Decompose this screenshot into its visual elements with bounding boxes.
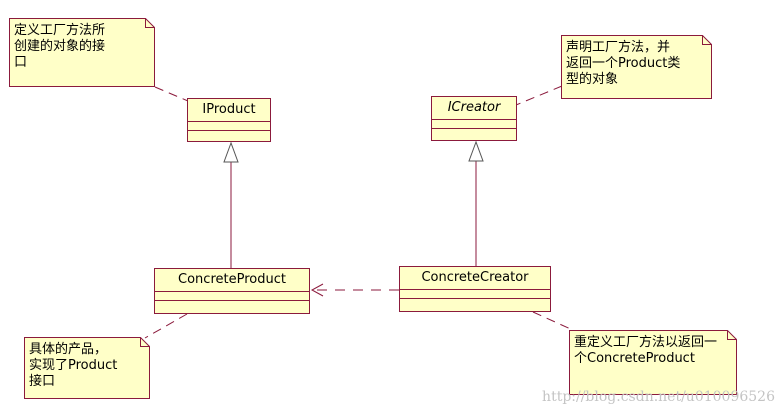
iproduct-class-name: IProduct xyxy=(188,99,270,122)
concrete-product-note[interactable]: 具体的产品， 实现了Product 接口 xyxy=(24,337,150,399)
note-line: 型的对象 xyxy=(566,72,619,87)
concrete-creator-note-text: 重定义工厂方法以返回一 个ConcreteProduct xyxy=(574,335,717,367)
note-line: 声明工厂方法，并 xyxy=(566,40,671,55)
note-line: 返回一个Product类 xyxy=(566,56,681,71)
note-line: 口 xyxy=(14,55,28,70)
icreator-note[interactable]: 声明工厂方法，并 返回一个Product类 型的对象 xyxy=(561,35,712,99)
concrete-product-attributes xyxy=(155,292,309,301)
iproduct-attributes xyxy=(188,122,270,131)
product-realization-arrowhead xyxy=(223,141,239,163)
concrete-product-note-text: 具体的产品， 实现了Product 接口 xyxy=(29,342,117,390)
concrete-creator-attributes xyxy=(400,290,550,299)
note-shape xyxy=(24,337,150,399)
concrete-creator-class[interactable]: ConcreteCreator xyxy=(399,266,551,312)
iproduct-operations xyxy=(188,131,270,139)
note-line: 定义工厂方法所 xyxy=(14,23,106,38)
concrete-product-note-anchor xyxy=(144,313,188,339)
icreator-operations xyxy=(432,129,516,137)
note-line: 个ConcreteProduct xyxy=(574,351,695,366)
concrete-product-class[interactable]: ConcreteProduct xyxy=(154,268,310,314)
iproduct-note[interactable]: 定义工厂方法所 创建的对象的接 口 xyxy=(9,18,155,87)
iproduct-note-anchor xyxy=(154,86,189,102)
icreator-class[interactable]: ICreator xyxy=(431,96,517,141)
concrete-product-class-name: ConcreteProduct xyxy=(155,269,309,292)
iproduct-note-text: 定义工厂方法所 创建的对象的接 口 xyxy=(14,23,105,71)
note-line: 实现了Product xyxy=(29,358,118,373)
icreator-class-name: ICreator xyxy=(432,97,516,120)
note-line: 重定义工厂方法以返回一 xyxy=(574,335,718,350)
note-line: 接口 xyxy=(29,374,56,389)
note-shape xyxy=(561,35,712,99)
note-line: 创建的对象的接 xyxy=(14,39,106,54)
concrete-creator-operations xyxy=(400,299,550,307)
creator-realization-arrowhead xyxy=(468,140,484,162)
icreator-note-anchor xyxy=(515,85,563,106)
concrete-product-operations xyxy=(155,301,309,309)
concrete-creator-note-anchor xyxy=(532,311,576,332)
note-shape xyxy=(9,18,155,87)
note-line: 具体的产品， xyxy=(29,342,108,357)
icreator-note-text: 声明工厂方法，并 返回一个Product类 型的对象 xyxy=(566,40,680,88)
concrete-creator-class-name: ConcreteCreator xyxy=(400,267,550,290)
concrete-creator-note[interactable]: 重定义工厂方法以返回一 个ConcreteProduct xyxy=(569,330,737,395)
watermark: http://blog.csdn.net/u010096526 xyxy=(542,389,775,405)
dependency-arrowhead xyxy=(310,283,324,297)
iproduct-class[interactable]: IProduct xyxy=(187,98,271,142)
note-shape xyxy=(569,330,737,395)
icreator-attributes xyxy=(432,120,516,129)
